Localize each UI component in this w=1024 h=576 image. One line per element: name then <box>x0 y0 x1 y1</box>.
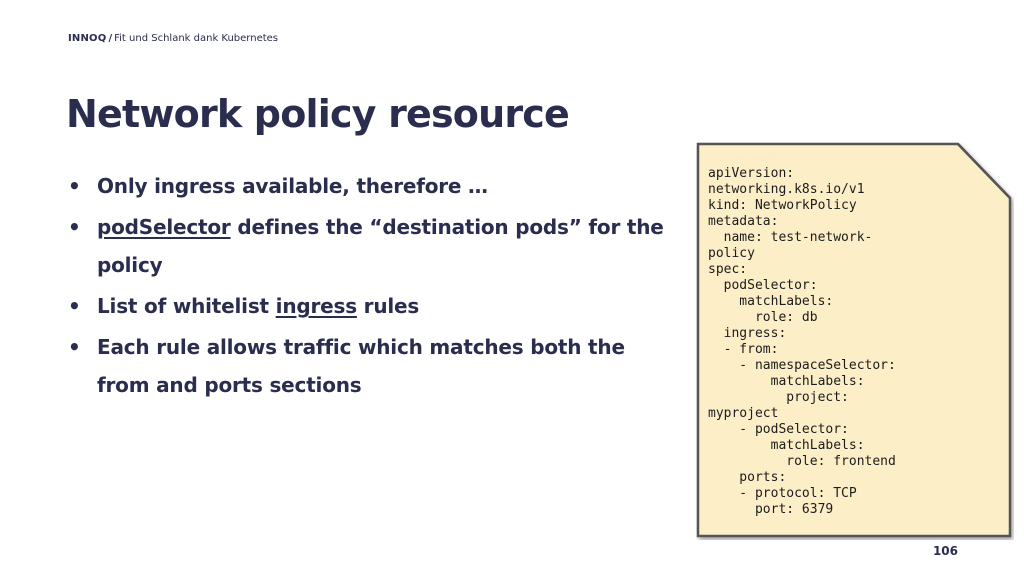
bullet-dot: • <box>68 294 81 318</box>
talk-subtitle: Fit und Schlank dank Kubernetes <box>114 33 279 44</box>
note-folded-corner <box>957 143 1011 199</box>
bullet-text: rules <box>356 294 420 318</box>
yaml-code-block: apiVersion: networking.k8s.io/v1 kind: N… <box>708 166 896 517</box>
bullet-text: Only ingress available, therefore … <box>97 174 488 198</box>
brand-logo-text: INNOQ <box>68 33 107 44</box>
slide-title: Network policy resource <box>66 92 570 136</box>
header-separator: / <box>108 33 113 44</box>
bullet-dot: • <box>68 335 81 359</box>
bullet-text: Each rule allows traffic which matches b… <box>97 335 625 397</box>
bullet-dot: • <box>68 215 81 239</box>
bullet-text-prefix: List of whitelist <box>97 294 276 318</box>
bullet-dot: • <box>68 174 81 198</box>
bullet-underlined-term: ingress <box>275 294 357 318</box>
bullet-text: defines the “destination pods” for the p… <box>97 215 664 277</box>
code-note: apiVersion: networking.k8s.io/v1 kind: N… <box>696 142 1014 540</box>
dog-ear-note-shape <box>696 142 1012 538</box>
page-number: 106 <box>932 544 958 558</box>
bullet-item-rule-matching: • Each rule allows traffic which matches … <box>66 328 666 404</box>
note-body <box>696 142 1012 538</box>
slide-header: INNOQ/Fit und Schlank dank Kubernetes <box>68 32 278 46</box>
bullet-item-whitelist: • List of whitelist ingress rules <box>66 287 666 325</box>
bullet-item-podselector: • podSelector defines the “destination po… <box>66 208 666 284</box>
bullet-list: • Only ingress available, therefore … • po… <box>66 167 666 407</box>
bullet-underlined-term: podSelector <box>97 215 231 239</box>
bullet-item-ingress-only: • Only ingress available, therefore … <box>66 167 666 205</box>
